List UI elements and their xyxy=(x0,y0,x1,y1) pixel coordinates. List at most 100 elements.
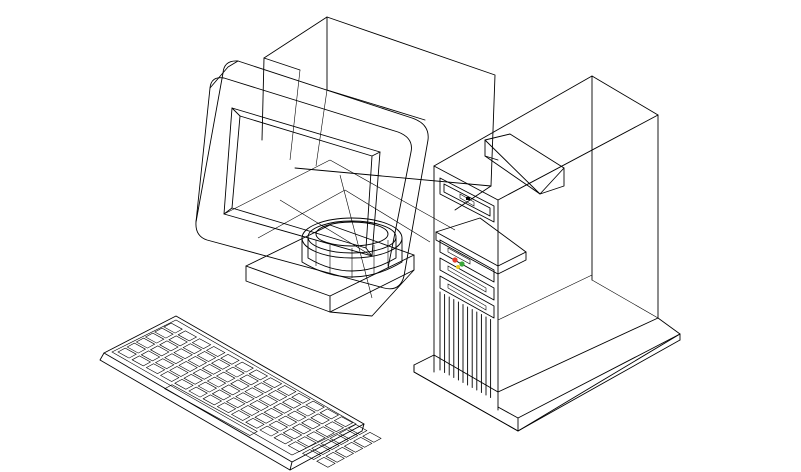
keyboard-key xyxy=(145,363,166,375)
keyboard-key xyxy=(177,330,198,342)
keyboard-key xyxy=(220,384,241,396)
keyboard-key xyxy=(244,387,264,399)
tower-bay-shelf xyxy=(435,217,527,275)
keyboard-key xyxy=(230,410,251,421)
tower-vent-slots xyxy=(439,291,492,398)
keyboard-key xyxy=(206,376,227,388)
keyboard-key xyxy=(154,358,175,370)
tower-front-panel xyxy=(439,177,495,223)
keyboard-spacebar xyxy=(164,384,258,436)
keyboard-key xyxy=(216,402,237,414)
keyboard-key xyxy=(352,436,373,448)
keyboard-key xyxy=(277,415,298,427)
drive-bay xyxy=(439,239,495,283)
tower-top-drive-tray xyxy=(484,133,565,195)
keyboard-key xyxy=(210,358,231,370)
keyboard-key xyxy=(320,439,340,450)
led-green xyxy=(459,261,465,267)
keyboard-key xyxy=(144,332,165,344)
keyboard-key xyxy=(305,400,325,412)
keyboard-key xyxy=(310,413,330,425)
keyboard-key xyxy=(272,402,293,414)
crt-monitor xyxy=(195,16,496,317)
keyboard-key xyxy=(343,441,364,453)
tower-status-leds xyxy=(452,257,465,269)
keyboard-key xyxy=(282,428,303,440)
keyboard-key xyxy=(249,400,269,411)
keyboard-key xyxy=(159,340,179,352)
keyboard-key xyxy=(287,441,308,453)
keyboard-key xyxy=(191,338,212,350)
keyboard-key xyxy=(325,451,345,463)
keyboard-key xyxy=(164,353,184,365)
keyboard-key xyxy=(248,369,269,381)
keyboard-key xyxy=(263,407,284,419)
keyboard-key xyxy=(117,347,137,359)
keyboard-key xyxy=(149,345,170,357)
keyboard-key xyxy=(253,382,274,394)
keyboard-key xyxy=(220,353,240,365)
keyboard-key xyxy=(211,389,232,401)
keyboard-key xyxy=(301,449,322,460)
tower-drive-bays xyxy=(439,239,495,319)
keyboard-key xyxy=(240,405,260,416)
tower-body xyxy=(433,75,659,411)
keyboard-key xyxy=(296,405,316,417)
keyboard-key xyxy=(291,423,312,435)
keyboard-key xyxy=(174,378,194,390)
monitor-swivel-ring xyxy=(301,217,403,278)
keyboard-key xyxy=(188,386,208,398)
keyboard-key xyxy=(202,394,223,406)
keyboard-key xyxy=(268,420,289,432)
keyboard-key xyxy=(281,397,302,409)
keyboard-key xyxy=(362,431,382,443)
keyboard-key xyxy=(196,351,217,362)
keyboard-key xyxy=(286,410,307,422)
keyboard-key xyxy=(205,346,226,357)
keyboard-key xyxy=(324,421,345,433)
keyboard-key xyxy=(169,366,189,377)
monitor-screen xyxy=(223,107,381,257)
keyboard-key xyxy=(201,363,222,375)
keyboard-key xyxy=(329,434,350,445)
keyboard-key xyxy=(291,392,311,404)
keyboard-key xyxy=(301,418,321,430)
keyboard-key xyxy=(306,431,326,443)
keyboard-key xyxy=(259,425,279,437)
tower-case xyxy=(413,75,681,432)
keyboard-key xyxy=(173,348,193,360)
keyboard-key xyxy=(296,436,317,448)
keyboard-key xyxy=(192,368,213,380)
keyboard-key xyxy=(183,373,203,385)
keyboard-key xyxy=(225,397,246,409)
keyboard-key xyxy=(239,374,259,386)
led-yellow xyxy=(456,265,460,269)
keyboard-keys xyxy=(117,322,382,468)
keyboard-key xyxy=(178,361,198,372)
drive-bay xyxy=(439,257,495,301)
monitor-stand-base xyxy=(245,224,415,317)
keyboard-key xyxy=(347,424,368,435)
keyboard-key xyxy=(154,327,174,339)
keyboard-key xyxy=(245,417,265,429)
keyboard-key xyxy=(159,371,180,382)
keyboard-key xyxy=(315,426,335,438)
keyboard-key xyxy=(215,371,236,383)
keyboard-key xyxy=(258,395,279,406)
keyboard-key xyxy=(311,444,331,455)
keyboard-key xyxy=(262,377,283,389)
drive-bay xyxy=(439,275,495,319)
keyboard-key xyxy=(338,429,359,440)
keyboard-key xyxy=(316,456,336,468)
keyboard-key xyxy=(273,433,294,445)
keyboard-key xyxy=(319,408,340,420)
keyboard-key xyxy=(187,356,208,367)
led-red xyxy=(452,257,458,263)
keyboard-key xyxy=(131,355,152,367)
keyboard xyxy=(99,315,382,471)
keyboard-key xyxy=(168,335,188,347)
monitor-front-bezel xyxy=(195,60,429,290)
keyboard-key xyxy=(276,385,297,396)
keyboard-key xyxy=(334,446,355,458)
keyboard-key xyxy=(267,390,288,401)
